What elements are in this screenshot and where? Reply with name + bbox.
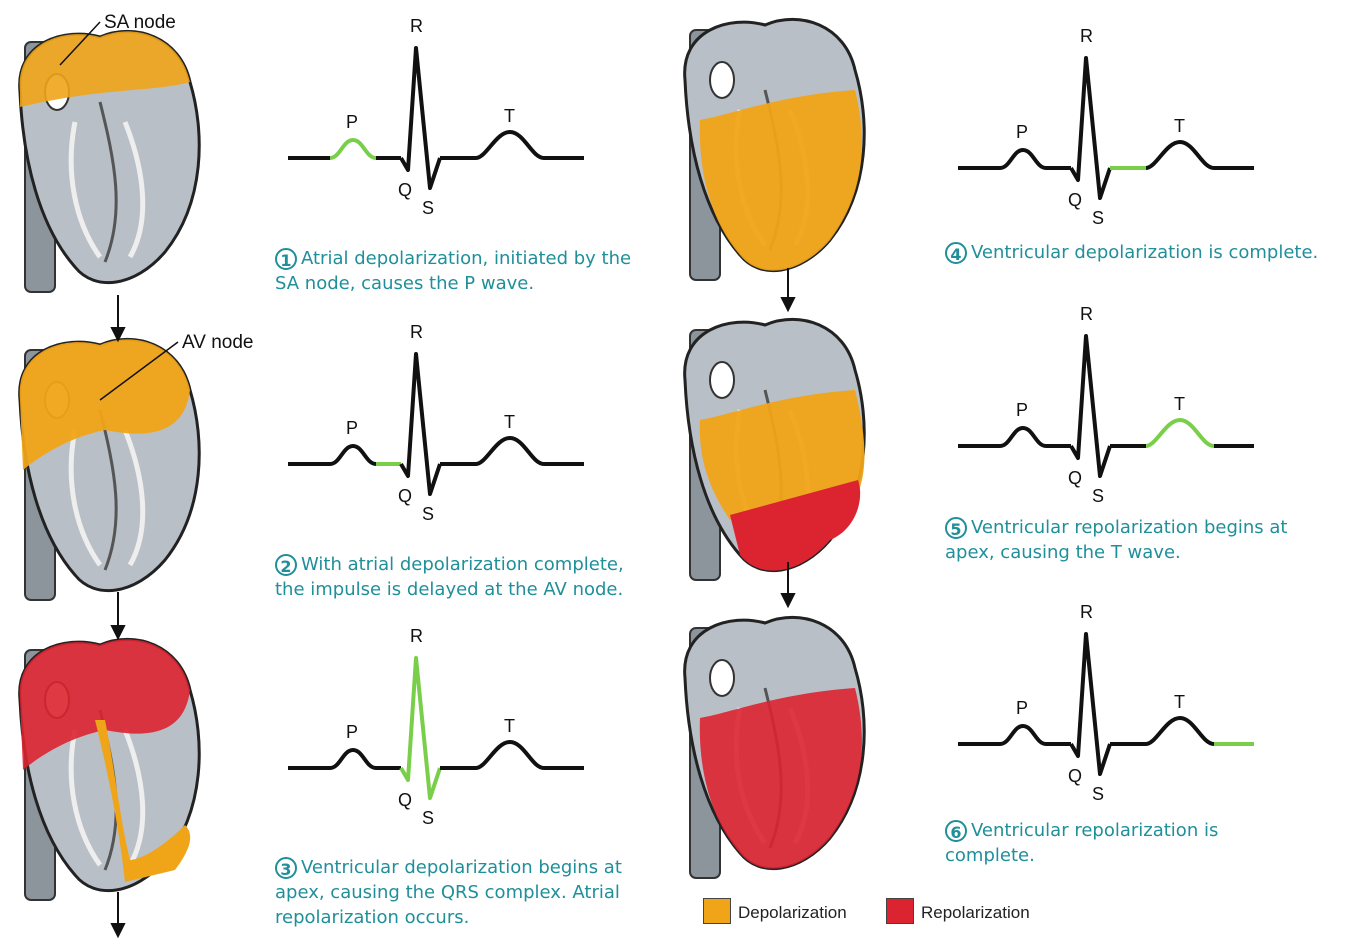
wave-label-s: S (1092, 784, 1104, 804)
wave-label-t: T (504, 106, 515, 126)
ecg-segment-qrs (1071, 58, 1110, 198)
wave-label-p: P (346, 722, 358, 742)
ecg-segment-t (1146, 420, 1214, 446)
ventricles-depolarized (700, 90, 862, 271)
legend-depolarization-swatch (703, 898, 731, 924)
ecg-segment-t (476, 132, 544, 158)
step-number-6: 6 (945, 820, 967, 842)
wave-label-r: R (1080, 304, 1093, 324)
ecg-trace-2: P R QS T (288, 322, 584, 524)
ecg-segment-qrs (401, 658, 440, 798)
wave-label-t: T (504, 412, 515, 432)
ecg-segment-qrs (1071, 634, 1110, 774)
heart-step-3 (20, 639, 200, 900)
wave-label-q: Q (1068, 766, 1082, 786)
ecg-segment-t (1146, 142, 1214, 168)
legend-repolarization-swatch (886, 898, 914, 924)
step-4-text: Ventricular depolarization is complete. (971, 242, 1318, 263)
step-number-5: 5 (945, 517, 967, 539)
ecg-segment-qrs (401, 354, 440, 494)
heart-step-5 (685, 319, 865, 580)
ecg-segment-qrs (401, 48, 440, 188)
ecg-segment-t (1146, 718, 1214, 744)
legend-repolarization-label: Repolarization (921, 903, 1030, 923)
ecg-segment-qrs (1071, 336, 1110, 476)
ecg-segment-p (1000, 428, 1046, 446)
wave-label-p: P (346, 418, 358, 438)
heart-step-4 (685, 19, 865, 280)
wave-label-s: S (1092, 486, 1104, 506)
step-6-text: Ventricular repolarization is complete. (945, 820, 1218, 866)
step-number-1: 1 (275, 248, 297, 270)
wave-label-s: S (422, 504, 434, 524)
step-2-text: With atrial depolarization complete, the… (275, 554, 624, 600)
ecg-segment-t (476, 438, 544, 464)
wave-label-s: S (1092, 208, 1104, 228)
av-node-label: AV node (182, 332, 253, 354)
wave-label-t: T (1174, 692, 1185, 712)
ecg-trace-3: P R QS T (288, 626, 584, 828)
wave-label-s: S (422, 198, 434, 218)
ecg-trace-1: P R QS T (288, 16, 584, 218)
wave-label-q: Q (398, 486, 412, 506)
wave-label-p: P (346, 112, 358, 132)
wave-label-s: S (422, 808, 434, 828)
step-number-3: 3 (275, 857, 297, 879)
wave-label-t: T (1174, 116, 1185, 136)
ecg-segment-p (330, 750, 376, 768)
step-3-text: Ventricular depolarization begins at ape… (275, 857, 622, 928)
ecg-segment-p (1000, 150, 1046, 168)
heart-step-6 (685, 617, 865, 878)
sa-node-label: SA node (104, 12, 176, 34)
wave-label-t: T (504, 716, 515, 736)
step-number-2: 2 (275, 554, 297, 576)
legend-depolarization-label: Depolarization (738, 903, 847, 923)
step-5-text: Ventricular repolarization begins at ape… (945, 517, 1287, 563)
heart-step-1 (20, 31, 200, 292)
wave-label-p: P (1016, 400, 1028, 420)
wave-label-t: T (1174, 394, 1185, 414)
ecg-trace-4: P R QS T (958, 26, 1254, 228)
heart-step-2 (20, 339, 200, 600)
wave-label-r: R (410, 16, 423, 36)
wave-label-q: Q (398, 790, 412, 810)
wave-label-p: P (1016, 698, 1028, 718)
ecg-trace-6: P R QS T (958, 602, 1254, 804)
wave-label-p: P (1016, 122, 1028, 142)
wave-label-r: R (1080, 26, 1093, 46)
ecg-segment-p (1000, 726, 1046, 744)
wave-label-r: R (410, 322, 423, 342)
ecg-segment-p (330, 140, 376, 158)
wave-label-q: Q (398, 180, 412, 200)
step-number-4: 4 (945, 242, 967, 264)
wave-label-q: Q (1068, 190, 1082, 210)
ventricles-repolarized (700, 688, 862, 869)
ecg-trace-5: P R QS T (958, 304, 1254, 506)
wave-label-q: Q (1068, 468, 1082, 488)
ecg-segment-t (476, 742, 544, 768)
wave-label-r: R (1080, 602, 1093, 622)
step-1-text: Atrial depolarization, initiated by the … (275, 248, 631, 294)
wave-label-r: R (410, 626, 423, 646)
ecg-segment-p (330, 446, 376, 464)
